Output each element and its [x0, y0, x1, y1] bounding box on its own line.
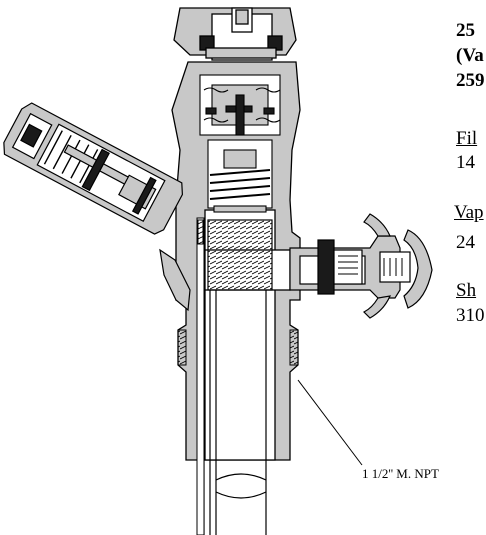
spec-label-vapor: Vap	[454, 202, 484, 223]
title-line-3: 259	[456, 70, 485, 91]
spec-label-filling: Fil	[456, 128, 478, 149]
spec-value-filling: 14	[456, 152, 475, 173]
thread-callout-leader	[297, 379, 363, 466]
top-cap	[173, 7, 297, 61]
title-line-1: 25	[456, 20, 475, 41]
threaded-neck	[207, 219, 273, 291]
relief-valve	[3, 102, 183, 235]
relief-valve-outlet	[159, 248, 191, 312]
spec-value-shutoff: 310	[456, 305, 485, 326]
spec-value-vapor: 24	[456, 232, 475, 253]
side-port-valve	[289, 213, 433, 319]
main-spring	[207, 139, 273, 213]
npt-thread	[177, 329, 299, 366]
title-line-2: (Va	[456, 45, 484, 66]
spec-label-shutoff: Sh	[456, 280, 477, 301]
thread-callout-label: 1 1/2'' M. NPT	[362, 466, 439, 481]
upper-chamber	[199, 74, 281, 136]
gauge-tube	[196, 217, 205, 535]
